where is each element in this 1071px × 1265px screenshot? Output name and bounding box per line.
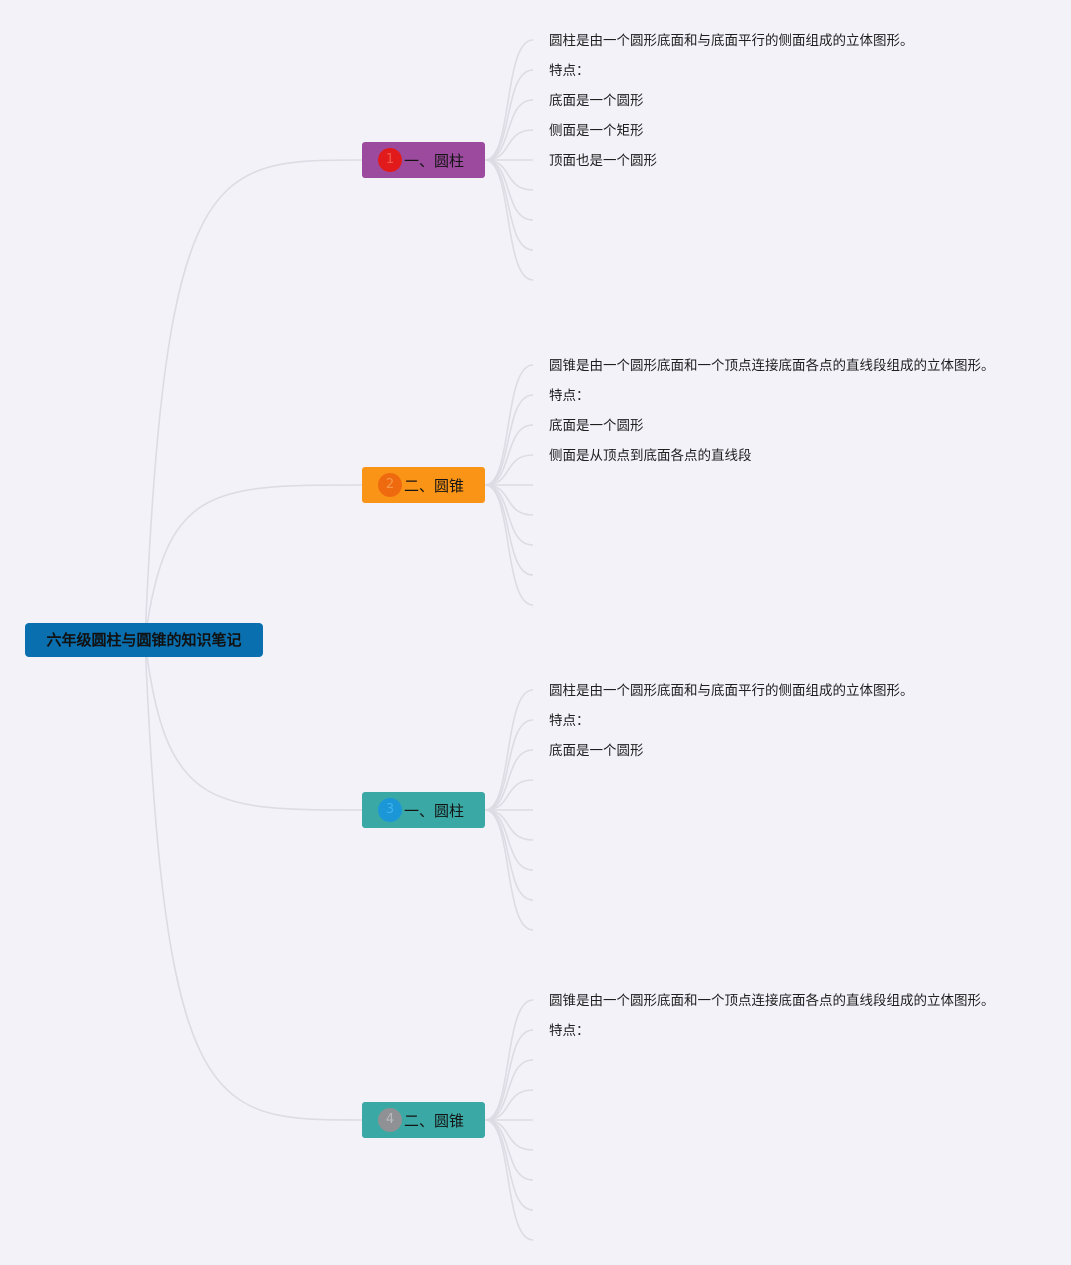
leaf-topic[interactable]: 圆锥是由一个圆形底面和一个顶点连接底面各点的直线段组成的立体图形。 <box>549 993 995 1009</box>
leaf-connector <box>484 1029 534 1121</box>
leaf-connector <box>484 454 534 486</box>
leaf-topic[interactable]: 侧面是一个矩形 <box>549 123 644 139</box>
leaf-topic[interactable]: 侧面是从顶点到底面各点的直线段 <box>549 448 752 464</box>
leaf-topic[interactable]: 圆柱是由一个圆形底面和与底面平行的侧面组成的立体图形。 <box>549 683 914 699</box>
leaf-topic[interactable]: 底面是一个圆形 <box>549 743 644 759</box>
leaf-topic[interactable]: 特点： <box>549 713 590 729</box>
leaf-connector <box>484 689 534 811</box>
branch-topic-label: 一、圆柱 <box>404 801 465 820</box>
root-topic[interactable]: 六年级圆柱与圆锥的知识笔记 <box>25 623 263 657</box>
leaf-topic[interactable]: 特点： <box>549 1023 590 1039</box>
leaf-connector <box>484 484 534 606</box>
leaf-connector <box>484 779 534 811</box>
branch-topic-label: 一、圆柱 <box>404 151 465 170</box>
leaf-connector <box>484 719 534 811</box>
leaf-connector <box>484 159 534 191</box>
leaf-connector <box>484 424 534 486</box>
leaf-topic[interactable]: 底面是一个圆形 <box>549 418 644 434</box>
leaf-connector <box>484 809 534 841</box>
leaf-connector <box>484 1119 534 1241</box>
leaf-connector <box>484 809 534 931</box>
leaf-topic[interactable]: 底面是一个圆形 <box>549 93 644 109</box>
leaf-topic[interactable]: 特点： <box>549 63 590 79</box>
leaf-topic[interactable]: 圆柱是由一个圆形底面和与底面平行的侧面组成的立体图形。 <box>549 33 914 49</box>
leaf-connector <box>484 1119 534 1211</box>
leaf-connector <box>484 1089 534 1121</box>
leaf-connector <box>484 999 534 1121</box>
leaf-topic[interactable]: 顶面也是一个圆形 <box>549 153 657 169</box>
root-branch-connector <box>144 639 363 1121</box>
root-branch-connector <box>144 639 363 811</box>
leaf-connector <box>484 129 534 161</box>
root-branch-connector <box>144 484 363 641</box>
leaf-connector <box>484 749 534 811</box>
leaf-connector <box>484 394 534 486</box>
priority-badge-icon: 3 <box>378 798 402 822</box>
leaf-connector <box>484 364 534 486</box>
leaf-connector <box>484 484 534 516</box>
priority-badge-icon: 1 <box>378 148 402 172</box>
root-topic-label: 六年级圆柱与圆锥的知识笔记 <box>46 631 242 649</box>
leaf-connector <box>484 1059 534 1121</box>
leaf-connector <box>484 484 534 576</box>
leaf-connector <box>484 99 534 161</box>
leaf-connector <box>484 159 534 251</box>
priority-badge-icon: 4 <box>378 1108 402 1132</box>
leaf-topic[interactable]: 特点： <box>549 388 590 404</box>
leaf-connector <box>484 159 534 281</box>
leaf-connector <box>484 1119 534 1151</box>
root-branch-connector <box>144 159 363 641</box>
priority-badge-icon: 2 <box>378 473 402 497</box>
leaf-connector <box>484 39 534 161</box>
leaf-connector <box>484 809 534 901</box>
connector-lines <box>144 39 534 1241</box>
leaf-topic[interactable]: 圆锥是由一个圆形底面和一个顶点连接底面各点的直线段组成的立体图形。 <box>549 358 995 374</box>
leaf-connector <box>484 69 534 161</box>
branch-topic-label: 二、圆锥 <box>404 476 465 495</box>
branch-topic-label: 二、圆锥 <box>404 1111 465 1130</box>
